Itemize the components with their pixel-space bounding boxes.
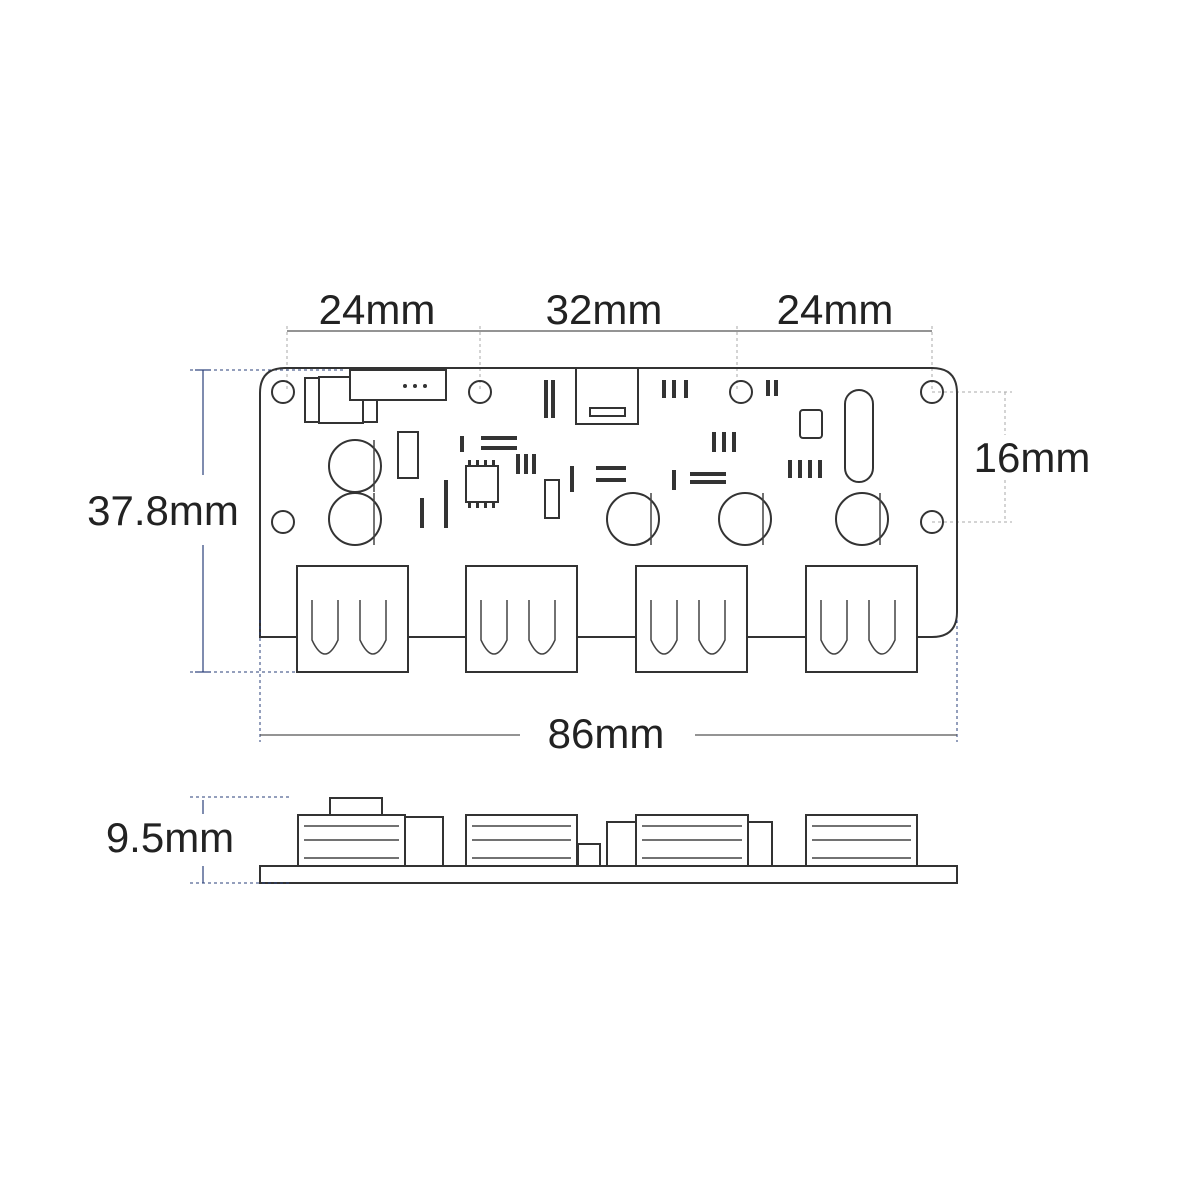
dim-label-hole-spacing-middle: 32mm <box>546 286 663 333</box>
diode <box>397 431 419 479</box>
capacitors <box>328 439 889 546</box>
usb-a-side-3 <box>635 814 749 867</box>
dim-label-side-height: 9.5mm <box>106 814 234 861</box>
width-dimension-line <box>259 620 958 742</box>
height-dimension-line <box>190 369 345 673</box>
side-height-dimension-line <box>190 796 290 884</box>
usb-a-side-2 <box>465 814 578 867</box>
usb-a-side-4 <box>805 814 918 867</box>
usb-a-port-4 <box>805 565 918 673</box>
ic-soic8 <box>465 465 499 503</box>
usb-a-side-1 <box>297 814 406 867</box>
mounting-holes <box>271 380 944 534</box>
smd-components <box>420 380 822 528</box>
dim-label-hole-spacing-right: 24mm <box>777 286 894 333</box>
board-top-view <box>259 367 958 673</box>
crystal <box>844 389 874 483</box>
dim-label-board-height: 37.8mm <box>87 487 239 534</box>
ic-small <box>799 409 823 439</box>
usb-a-ports <box>296 565 918 673</box>
usb-a-port-2 <box>465 565 578 673</box>
jst-connector <box>349 369 447 401</box>
usb-a-port-1 <box>296 565 409 673</box>
dim-label-board-width: 86mm <box>548 710 665 757</box>
dim-label-hole-spacing-left: 24mm <box>319 286 436 333</box>
hole-vertical-dimension-line <box>932 391 1012 523</box>
board-side-view <box>259 797 958 884</box>
usb-a-port-3 <box>635 565 748 673</box>
dim-label-hole-vertical-spacing: 16mm <box>974 434 1091 481</box>
usb-c-connector <box>575 368 639 425</box>
